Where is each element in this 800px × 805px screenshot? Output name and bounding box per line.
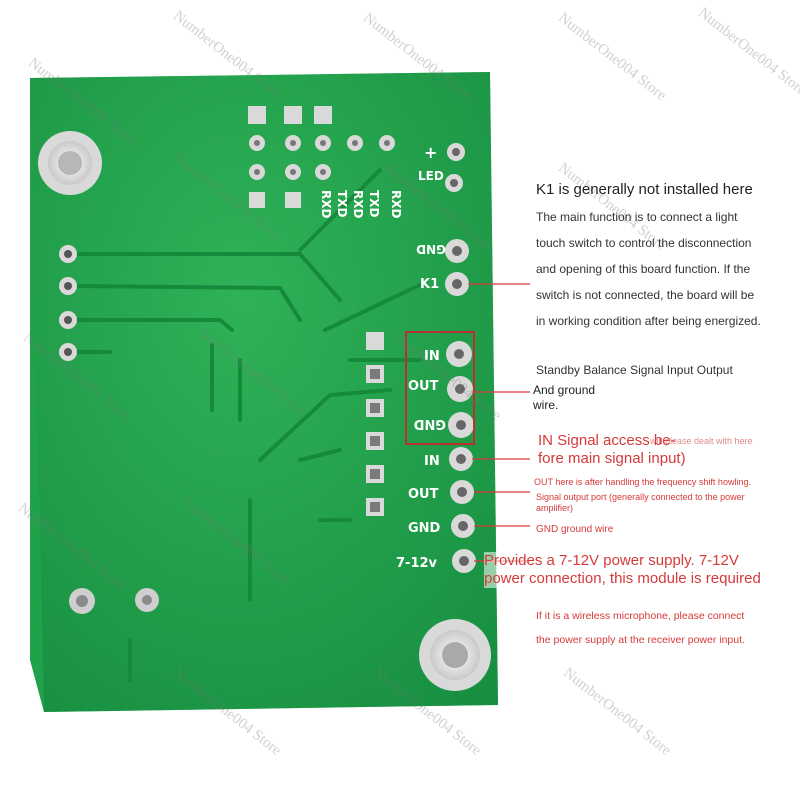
- standby-note-line-1: And ground: [533, 383, 596, 397]
- mounting-hole-bottom-right: [419, 619, 491, 691]
- k1-desc-line-4: switch is not connected, the board will …: [536, 288, 755, 302]
- wireless-line-2: the power supply at the receiver power i…: [536, 634, 745, 646]
- smd-pads: [366, 332, 384, 516]
- silk-out-top: OUT: [408, 379, 439, 394]
- silk-gnd-mid: GND: [413, 416, 446, 431]
- k1-description: The main function is to connect a light …: [536, 204, 761, 334]
- k1-desc-line-5: in working condition after being energiz…: [536, 314, 761, 328]
- in-signal-line-2: fore main signal input): [538, 450, 686, 467]
- silk-top-label-4: TXD: [367, 190, 381, 217]
- wireless-note: If it is a wireless microphone, please c…: [536, 604, 745, 652]
- in-signal-line-1: IN Signal access be-: [538, 432, 676, 449]
- k1-desc-line-3: and opening of this board function. If t…: [536, 262, 751, 276]
- standby-note-line-2: wire.: [533, 398, 559, 412]
- silk-led: LED: [418, 169, 444, 183]
- silk-top-label-3: RXD: [351, 190, 365, 218]
- silk-k1: K1: [420, 277, 439, 292]
- pcb-traces: [70, 168, 422, 682]
- standby-note: And ground wire.: [533, 383, 595, 413]
- power-pads: [69, 588, 159, 614]
- power-line-1: Provides a 7-12V power supply. 7-12V: [484, 552, 739, 569]
- silk-top-label-1: RXD: [319, 190, 333, 218]
- silk-power: 7-12v: [396, 556, 438, 571]
- power-line-2: power connection, this module is require…: [484, 570, 761, 587]
- out-note: OUT here is after handling the frequency…: [534, 477, 751, 487]
- in-signal-note: IN Signal access be- fore main signal in…: [538, 432, 686, 468]
- right-connector-pads: [445, 143, 476, 573]
- pcb-shading: [30, 72, 498, 712]
- k1-desc-line-1: The main function is to connect a light: [536, 210, 738, 224]
- k1-title: K1 is generally not installed here: [536, 181, 753, 198]
- wireless-line-1: If it is a wireless microphone, please c…: [536, 610, 745, 622]
- header-pads-top: [248, 106, 395, 208]
- silk-plus: +: [424, 143, 437, 162]
- signal-port-note: Signal output port (generally connected …: [536, 492, 745, 514]
- pin-silkscreen: + LED GND K1 IN OUT GND IN OUT GND 7-12v: [396, 143, 446, 571]
- signal-port-line-2: amplifier): [536, 503, 574, 513]
- left-pads: [59, 245, 77, 361]
- silk-in: IN: [424, 454, 440, 469]
- highlight-frame: [405, 331, 475, 445]
- top-silkscreen-labels: RXD TXD RXD TXD RXD: [319, 190, 403, 218]
- silk-out: OUT: [408, 487, 439, 502]
- power-note: Provides a 7-12V power supply. 7-12V pow…: [484, 552, 761, 588]
- silk-top-label-5: RXD: [389, 190, 403, 218]
- silk-gnd-top: GND: [416, 242, 446, 256]
- signal-port-line-1: Signal output port (generally connected …: [536, 492, 745, 502]
- k1-desc-line-2: touch switch to control the disconnectio…: [536, 236, 752, 250]
- mounting-hole-top-left: [38, 131, 102, 195]
- gnd-note: GND ground wire: [536, 524, 614, 535]
- silk-in-top: IN: [424, 349, 440, 364]
- standby-title: Standby Balance Signal Input Output: [536, 363, 733, 377]
- silk-gnd: GND: [408, 521, 441, 536]
- silk-top-label-2: TXD: [335, 190, 349, 217]
- in-overlap-small: will please dealt with here: [650, 436, 753, 446]
